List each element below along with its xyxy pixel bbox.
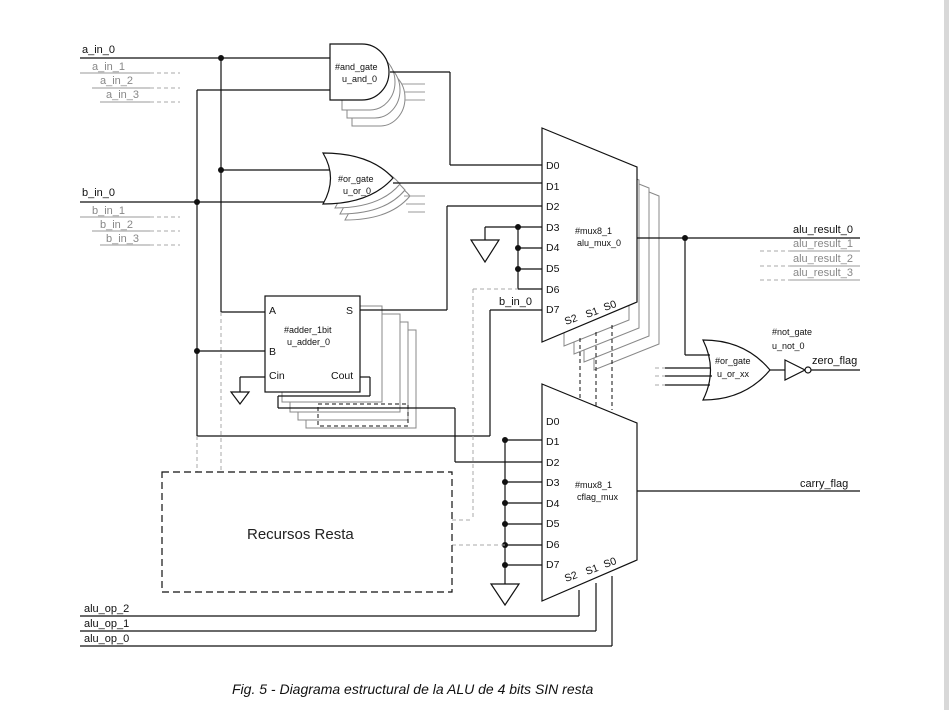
or-gate-inst: u_or_0	[343, 186, 371, 196]
input-b-1: b_in_1	[92, 205, 125, 217]
mux-carry-type: #mux8_1	[575, 480, 612, 490]
mux-result-s1: S1	[584, 305, 600, 321]
result-0: alu_result_0	[793, 224, 853, 236]
adder-inst: u_adder_0	[287, 337, 330, 347]
zero-or-type: #or_gate	[715, 356, 751, 366]
result-2: alu_result_2	[793, 253, 853, 265]
zero-or-block: #or_gate u_or_xx	[702, 339, 771, 401]
mux-carry-d3: D3	[546, 477, 560, 489]
mux-result-inst: alu_mux_0	[577, 238, 621, 248]
or-gate-type: #or_gate	[338, 174, 374, 184]
adder-pin-cout: Cout	[331, 370, 353, 382]
mux-carry-d7: D7	[546, 559, 560, 571]
mux-result-d1: D1	[546, 181, 560, 193]
input-a-2: a_in_2	[100, 75, 133, 87]
adder-block: A S #adder_1bit u_adder_0 B Cin Cout	[264, 295, 417, 429]
mux-result-d2: D2	[546, 201, 560, 213]
adder-pin-s: S	[346, 305, 353, 317]
resta-block: Recursos Resta	[161, 471, 453, 593]
mux-result-type: #mux8_1	[575, 226, 612, 236]
mux-result-d6: D6	[546, 284, 560, 296]
mux-result-s0: S0	[602, 298, 618, 314]
mux-carry-d6: D6	[546, 539, 560, 551]
mux-result-d3: D3	[546, 222, 560, 234]
mux-result-d0: D0	[546, 160, 560, 172]
mux-carry-d5: D5	[546, 518, 560, 530]
adder-type: #adder_1bit	[284, 325, 332, 335]
adder-pin-b: B	[269, 346, 276, 358]
mux-carry-s1: S1	[584, 562, 600, 578]
mux-carry-s2: S2	[563, 569, 579, 585]
carry-flag-label: carry_flag	[800, 478, 848, 490]
mux-result-d7: D7	[546, 304, 560, 316]
input-a-0: a_in_0	[82, 44, 115, 56]
and-gate-type: #and_gate	[335, 62, 378, 72]
mux-carry-s0: S0	[602, 555, 618, 571]
mux-carry-d2: D2	[546, 457, 560, 469]
result-outputs: alu_result_0 alu_result_1 alu_result_2 a…	[793, 224, 853, 279]
adder-pin-cin: Cin	[269, 370, 285, 382]
input-a-3: a_in_3	[106, 89, 139, 101]
op-0: alu_op_0	[84, 633, 129, 645]
result-1: alu_result_1	[793, 238, 853, 250]
mux-result-d5: D5	[546, 263, 560, 275]
zero-or-inst: u_or_xx	[717, 369, 750, 379]
b-inputs: b_in_0 b_in_1 b_in_2 b_in_3	[82, 187, 139, 245]
mux-carry-d1: D1	[546, 436, 560, 448]
mux-carry-inst: cflag_mux	[577, 492, 619, 502]
mux-carry-d0: D0	[546, 416, 560, 428]
figure-caption: Fig. 5 - Diagrama estructural de la ALU …	[232, 681, 594, 697]
and-gate-block: #and_gate u_and_0	[329, 43, 450, 127]
mux-carry-block: D0 D1 D2 D3 D4 D5 D6 D7 S2 S1 S0 #mux8_1…	[541, 383, 638, 602]
or-gate-block: #or_gate u_or_0	[321, 152, 542, 221]
scrollbar-edge	[944, 0, 949, 710]
zero-flag-label: zero_flag	[812, 355, 857, 367]
op-2: alu_op_2	[84, 603, 129, 615]
input-b-3: b_in_3	[106, 233, 139, 245]
input-b-2: b_in_2	[100, 219, 133, 231]
mux-result-block: D0 D1 D2 D3 D4 D5 D6 D7 S2 S1 S0 #mux8_1…	[541, 127, 660, 371]
mux-result-d4: D4	[546, 242, 560, 254]
not-gate-block: #not_gate u_not_0	[772, 327, 812, 381]
input-a-1: a_in_1	[92, 61, 125, 73]
op-1: alu_op_1	[84, 618, 129, 630]
not-gate-type: #not_gate	[772, 327, 812, 337]
b-in-0-tap: b_in_0	[499, 296, 532, 308]
input-b-0: b_in_0	[82, 187, 115, 199]
mux-result-s2: S2	[563, 312, 579, 328]
op-inputs: alu_op_2 alu_op_1 alu_op_0	[84, 603, 129, 645]
mux-carry-d4: D4	[546, 498, 560, 510]
result-3: alu_result_3	[793, 267, 853, 279]
not-gate-inst: u_not_0	[772, 341, 805, 351]
and-gate-inst: u_and_0	[342, 74, 377, 84]
resta-label: Recursos Resta	[247, 526, 354, 543]
adder-pin-a: A	[269, 305, 276, 317]
a-inputs: a_in_0 a_in_1 a_in_2 a_in_3	[82, 44, 139, 101]
